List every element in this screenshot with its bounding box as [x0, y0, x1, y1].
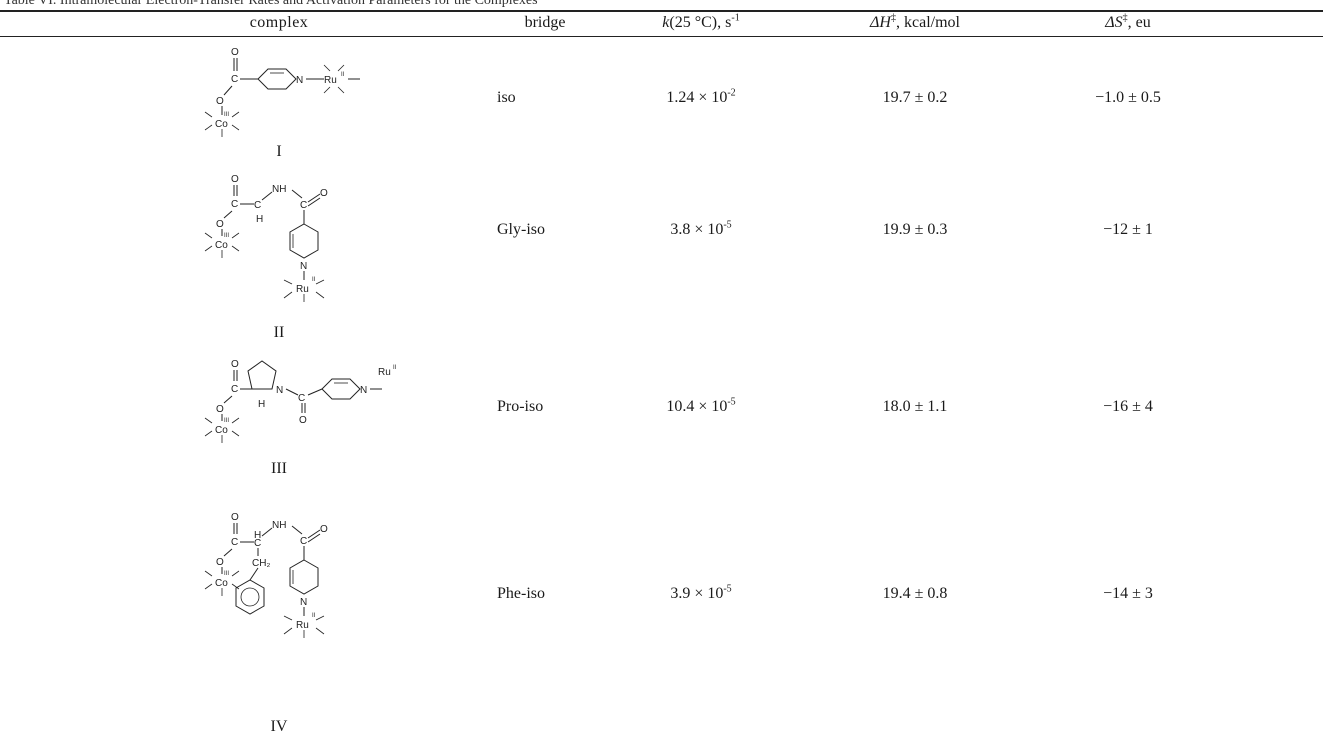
rate-constant-cell: 3.9 × 10-5: [670, 583, 732, 602]
svg-text:Co: Co: [215, 425, 228, 436]
svg-text:II: II: [312, 613, 316, 619]
svg-text:N: N: [276, 385, 283, 396]
header-bridge: bridge: [524, 14, 566, 31]
complex-label: IV: [270, 718, 288, 735]
complex-label: II: [273, 324, 285, 341]
complex-label: I: [276, 143, 282, 160]
svg-text:NH: NH: [272, 520, 286, 531]
svg-text:O: O: [216, 404, 224, 415]
bridge-cell: Phe-iso: [497, 585, 545, 602]
svg-text:O: O: [231, 47, 239, 58]
header-rule: [0, 36, 1323, 37]
svg-text:III: III: [224, 233, 229, 239]
svg-text:O: O: [231, 359, 239, 370]
entropy-cell: −12 ± 1: [1103, 221, 1153, 238]
svg-text:CH₂: CH₂: [252, 558, 270, 569]
entropy-cell: −14 ± 3: [1103, 585, 1153, 602]
svg-text:C: C: [231, 74, 238, 85]
entropy-cell: −16 ± 4: [1103, 398, 1153, 415]
svg-text:Ru: Ru: [296, 620, 309, 631]
svg-text:III: III: [224, 571, 229, 577]
table-caption: Table VI. Intramolecular Electron-Transf…: [4, 0, 538, 8]
complex-label: III: [271, 460, 287, 477]
svg-text:III: III: [224, 112, 229, 118]
enthalpy-cell: 19.9 ± 0.3: [882, 221, 948, 238]
svg-text:O: O: [216, 219, 224, 230]
svg-text:C: C: [254, 538, 261, 549]
svg-text:O: O: [320, 524, 328, 535]
header-activation-enthalpy: ΔH‡, kcal/mol: [870, 12, 960, 31]
svg-text:N: N: [300, 597, 307, 608]
svg-text:II: II: [312, 277, 316, 283]
svg-text:O: O: [320, 188, 328, 199]
rate-constant-cell: 3.8 × 10-5: [670, 219, 732, 238]
svg-text:Co: Co: [215, 119, 228, 130]
enthalpy-cell: 19.4 ± 0.8: [882, 585, 948, 602]
svg-text:C: C: [300, 536, 307, 547]
svg-text:H: H: [258, 399, 265, 410]
svg-text:N: N: [296, 75, 303, 86]
structure-complex-IV: O C C H NH C O CH₂ N Ru II: [200, 510, 400, 710]
svg-text:II: II: [393, 365, 397, 371]
svg-text:C: C: [300, 200, 307, 211]
header-complex: complex: [249, 14, 309, 31]
svg-text:Ru: Ru: [378, 367, 391, 378]
rate-constant-cell: 1.24 × 10-2: [666, 87, 736, 106]
bridge-cell: Pro-iso: [497, 398, 544, 415]
svg-text:Ru: Ru: [324, 75, 337, 86]
bridge-cell: Gly-iso: [497, 221, 545, 238]
svg-text:O: O: [216, 557, 224, 568]
svg-text:O: O: [216, 96, 224, 107]
svg-text:N: N: [360, 385, 367, 396]
enthalpy-cell: 19.7 ± 0.2: [882, 89, 948, 106]
svg-text:II: II: [341, 72, 345, 78]
svg-text:O: O: [299, 415, 307, 426]
bridge-cell: iso: [497, 89, 516, 106]
entropy-cell: −1.0 ± 0.5: [1095, 89, 1161, 106]
structure-complex-III: O C H N C O N Ru II O Co III: [200, 357, 400, 477]
svg-text:Co: Co: [215, 578, 228, 589]
svg-text:N: N: [300, 261, 307, 272]
svg-text:C: C: [231, 199, 238, 210]
enthalpy-cell: 18.0 ± 1.1: [882, 398, 948, 415]
svg-text:C: C: [231, 537, 238, 548]
svg-text:C: C: [254, 200, 261, 211]
svg-text:C: C: [231, 384, 238, 395]
svg-text:Co: Co: [215, 240, 228, 251]
svg-text:H: H: [254, 530, 261, 541]
svg-text:Ru: Ru: [296, 284, 309, 295]
structure-complex-I: O C N Ru II O Co III: [200, 45, 400, 155]
structure-complex-II: O C C H NH C O N Ru II: [200, 172, 400, 322]
svg-text:O: O: [231, 512, 239, 523]
svg-text:III: III: [224, 418, 229, 424]
svg-text:O: O: [231, 174, 239, 185]
header-activation-entropy: ΔS‡, eu: [1105, 12, 1151, 31]
header-rate-constant: k(25 °C), s-1: [662, 12, 740, 31]
svg-text:NH: NH: [272, 184, 286, 195]
top-rule: [0, 10, 1323, 12]
svg-text:H: H: [256, 214, 263, 225]
svg-text:C: C: [298, 393, 305, 404]
rate-constant-cell: 10.4 × 10-5: [666, 396, 736, 415]
